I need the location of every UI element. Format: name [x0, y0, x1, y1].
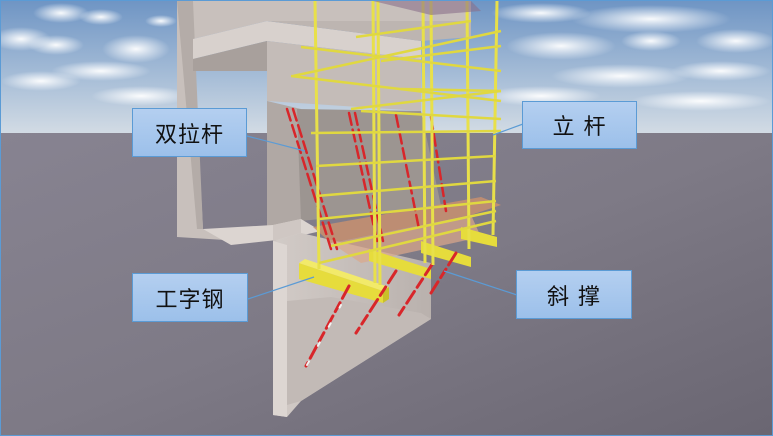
callout-label: 双拉杆	[154, 122, 224, 148]
horizontal-ledgers	[290, 19, 502, 265]
i-beams	[299, 227, 497, 303]
callout-i-beam: 工字钢	[132, 273, 248, 322]
leader-double-tie-rod	[246, 135, 306, 152]
callout-vertical-pole: 立 杆	[522, 101, 637, 149]
diagonal-braces	[304, 251, 458, 368]
callout-label: 斜 撑	[547, 284, 601, 310]
leader-lines	[246, 123, 524, 300]
callout-label: 工字钢	[155, 287, 225, 313]
callout-double-tie-rod: 双拉杆	[132, 108, 247, 157]
callout-label: 立 杆	[552, 115, 607, 140]
upper-deck	[373, 1, 481, 15]
leader-i-beam	[247, 276, 315, 300]
leader-vertical-pole	[492, 123, 524, 136]
leader-diagonal-brace	[443, 270, 518, 296]
callout-diagonal-brace: 斜 撑	[516, 270, 632, 319]
clouds	[1, 3, 772, 111]
